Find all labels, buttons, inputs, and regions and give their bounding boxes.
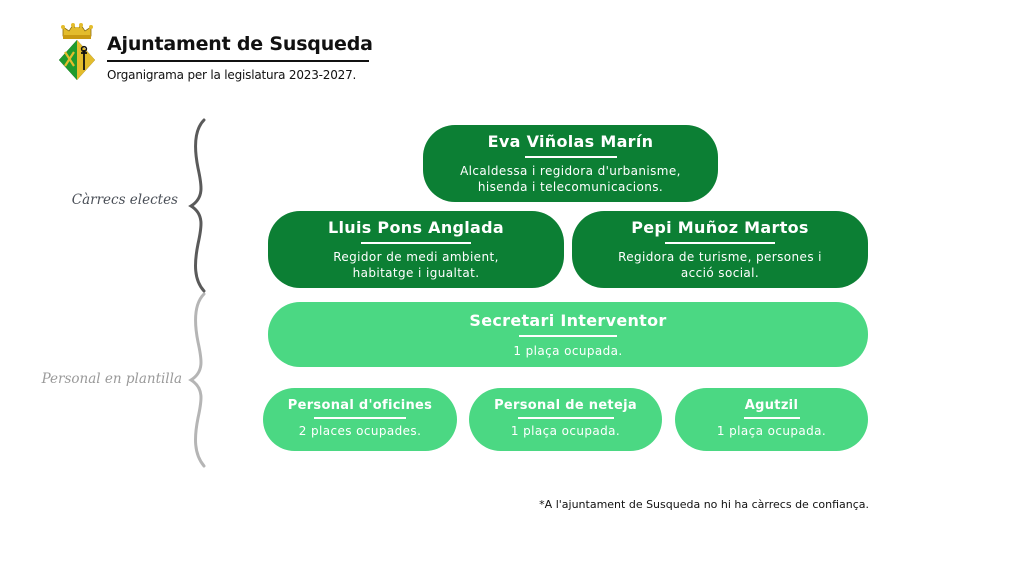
elected-brace xyxy=(188,118,206,293)
mayor-divider xyxy=(524,156,617,158)
councillor-divider-pons xyxy=(361,242,471,244)
mayor-name: Eva Viñolas Marín xyxy=(487,132,654,151)
office-staff-detail: 2 places ocupades. xyxy=(298,424,422,438)
cleaning-staff-title: Personal de neteja xyxy=(494,398,637,413)
staff-brace xyxy=(188,292,206,468)
councillor-card-pons: Lluis Pons Anglada Regidor de medi ambie… xyxy=(268,211,564,288)
secretary-detail: 1 plaça ocupada. xyxy=(513,344,623,358)
bailiff-title: Agutzil xyxy=(744,398,799,413)
mayor-role: Alcaldessa i regidora d'urbanisme, hisen… xyxy=(460,164,681,194)
secretary-card: Secretari Interventor 1 plaça ocupada. xyxy=(268,302,868,367)
councillor-divider-munoz xyxy=(665,242,775,244)
councillor-role-pons: Regidor de medi ambient, habitatge i igu… xyxy=(333,250,499,280)
councillor-card-munoz: Pepi Muñoz Martos Regidora de turisme, p… xyxy=(572,211,868,288)
page-subtitle: Organigrama per la legislatura 2023-2027… xyxy=(107,68,357,82)
bailiff-detail: 1 plaça ocupada. xyxy=(716,424,827,438)
section-label-elected: Càrrecs electes xyxy=(71,192,178,208)
mayor-card: Eva Viñolas Marín Alcaldessa i regidora … xyxy=(423,125,718,202)
councillor-name-munoz: Pepi Muñoz Martos xyxy=(631,218,809,237)
coat-of-arms-logo xyxy=(59,23,95,80)
office-staff-card: Personal d'oficines 2 places ocupades. xyxy=(263,388,457,451)
office-staff-title: Personal d'oficines xyxy=(287,398,433,413)
office-staff-divider xyxy=(314,417,406,419)
secretary-divider xyxy=(519,335,617,337)
title-underline xyxy=(107,60,369,62)
councillor-name-pons: Lluis Pons Anglada xyxy=(327,218,504,237)
bailiff-card: Agutzil 1 plaça ocupada. xyxy=(675,388,868,451)
bailiff-divider xyxy=(743,417,800,419)
footnote: *A l'ajuntament de Susqueda no hi ha càr… xyxy=(539,498,869,511)
cleaning-staff-divider xyxy=(517,417,614,419)
secretary-title: Secretari Interventor xyxy=(469,311,667,330)
councillor-role-munoz: Regidora de turisme, persones i acció so… xyxy=(618,250,822,280)
page-title: Ajuntament de Susqueda xyxy=(107,33,373,55)
cleaning-staff-detail: 1 plaça ocupada. xyxy=(510,424,621,438)
cleaning-staff-card: Personal de neteja 1 plaça ocupada. xyxy=(469,388,662,451)
section-label-staff: Personal en plantilla xyxy=(41,371,182,387)
